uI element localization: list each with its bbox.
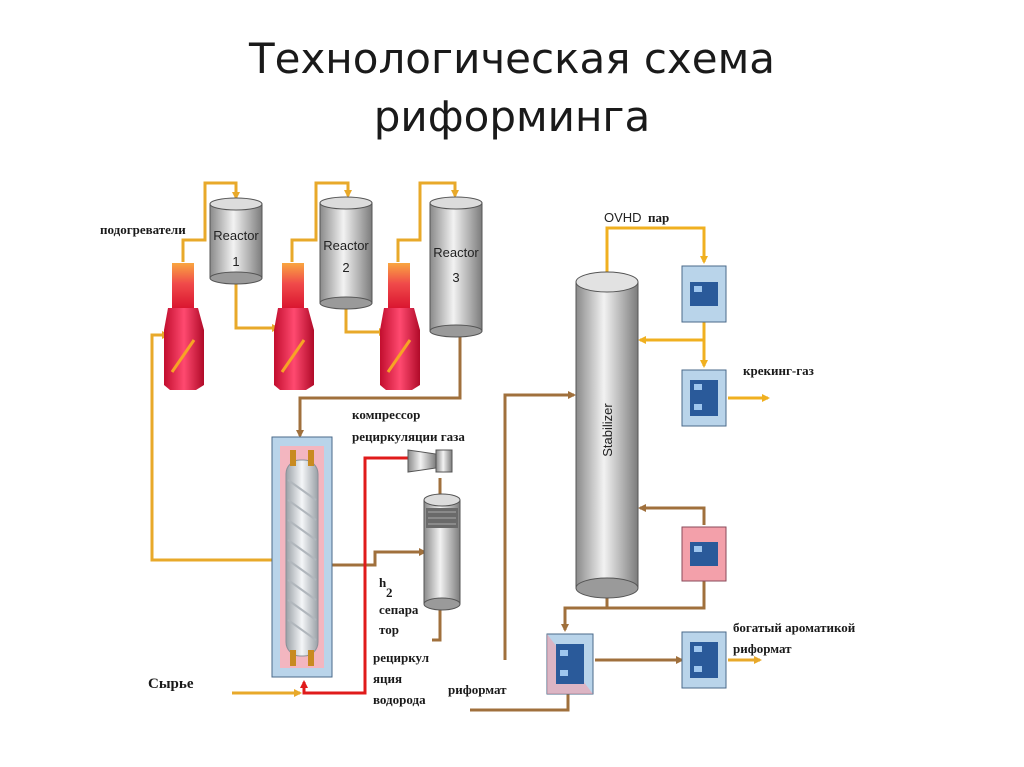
label-reactor-1-word: Reactor: [213, 228, 259, 243]
cracking-gas-cooler: [681, 369, 727, 427]
label-stabilizer: Stabilizer: [600, 403, 615, 457]
overhead-condenser: [681, 265, 727, 323]
label-separator-2: тор: [379, 622, 399, 637]
label-reactor-3-word: Reactor: [433, 245, 479, 260]
label-recirc-1: рециркул: [373, 650, 429, 665]
overhead-steam-lines: [605, 226, 770, 402]
label-feed: Сырье: [148, 676, 194, 692]
reboiler-heater: [681, 526, 727, 582]
label-reactor-3-num: 3: [452, 270, 459, 285]
heater-2: [274, 263, 314, 390]
heater-1: [164, 263, 204, 390]
label-reactor-1-num: 1: [232, 254, 239, 269]
label-reactor-2-num: 2: [342, 260, 349, 275]
label-heaters: подогреватели: [100, 222, 186, 237]
reactor-2: [319, 196, 373, 310]
label-separator-1: сепара: [379, 602, 419, 617]
label-cracking-gas: крекинг-газ: [743, 363, 814, 378]
title-line-1: Технологическая схема: [248, 34, 776, 83]
label-rich-reformate-2: риформат: [733, 641, 792, 656]
page-title: Технологическая схема риформинга: [0, 30, 1024, 146]
reactor-1: [209, 197, 263, 285]
label-steam: пар: [648, 210, 669, 225]
label-reformate: риформат: [448, 682, 507, 697]
label-compressor-1: компрессор: [352, 407, 420, 422]
label-reactor-2-word: Reactor: [323, 238, 369, 253]
feed-effluent-exchanger: [271, 436, 333, 678]
stabilizer-feed-exchanger: [546, 633, 594, 695]
reactor-3: [429, 196, 483, 338]
hydrogen-recycle-lines: [300, 456, 442, 695]
heater-3: [380, 263, 420, 390]
title-line-2: риформинга: [373, 92, 651, 141]
label-h2-sub: 2: [386, 585, 393, 600]
label-ovhd: OVHD: [604, 210, 642, 225]
label-recirc-3: водорода: [373, 692, 426, 707]
label-compressor-2: рециркуляции газа: [352, 429, 465, 444]
label-recirc-2: яция: [373, 671, 402, 686]
hydrogen-separator: [423, 493, 461, 611]
label-rich-reformate-1: богатый ароматикой: [733, 620, 856, 635]
product-cooler: [681, 631, 727, 689]
product-lines: [296, 332, 762, 712]
recycle-compressor: [407, 449, 453, 473]
label-h2-h: h: [379, 575, 387, 590]
stabilizer-column: [575, 271, 639, 599]
